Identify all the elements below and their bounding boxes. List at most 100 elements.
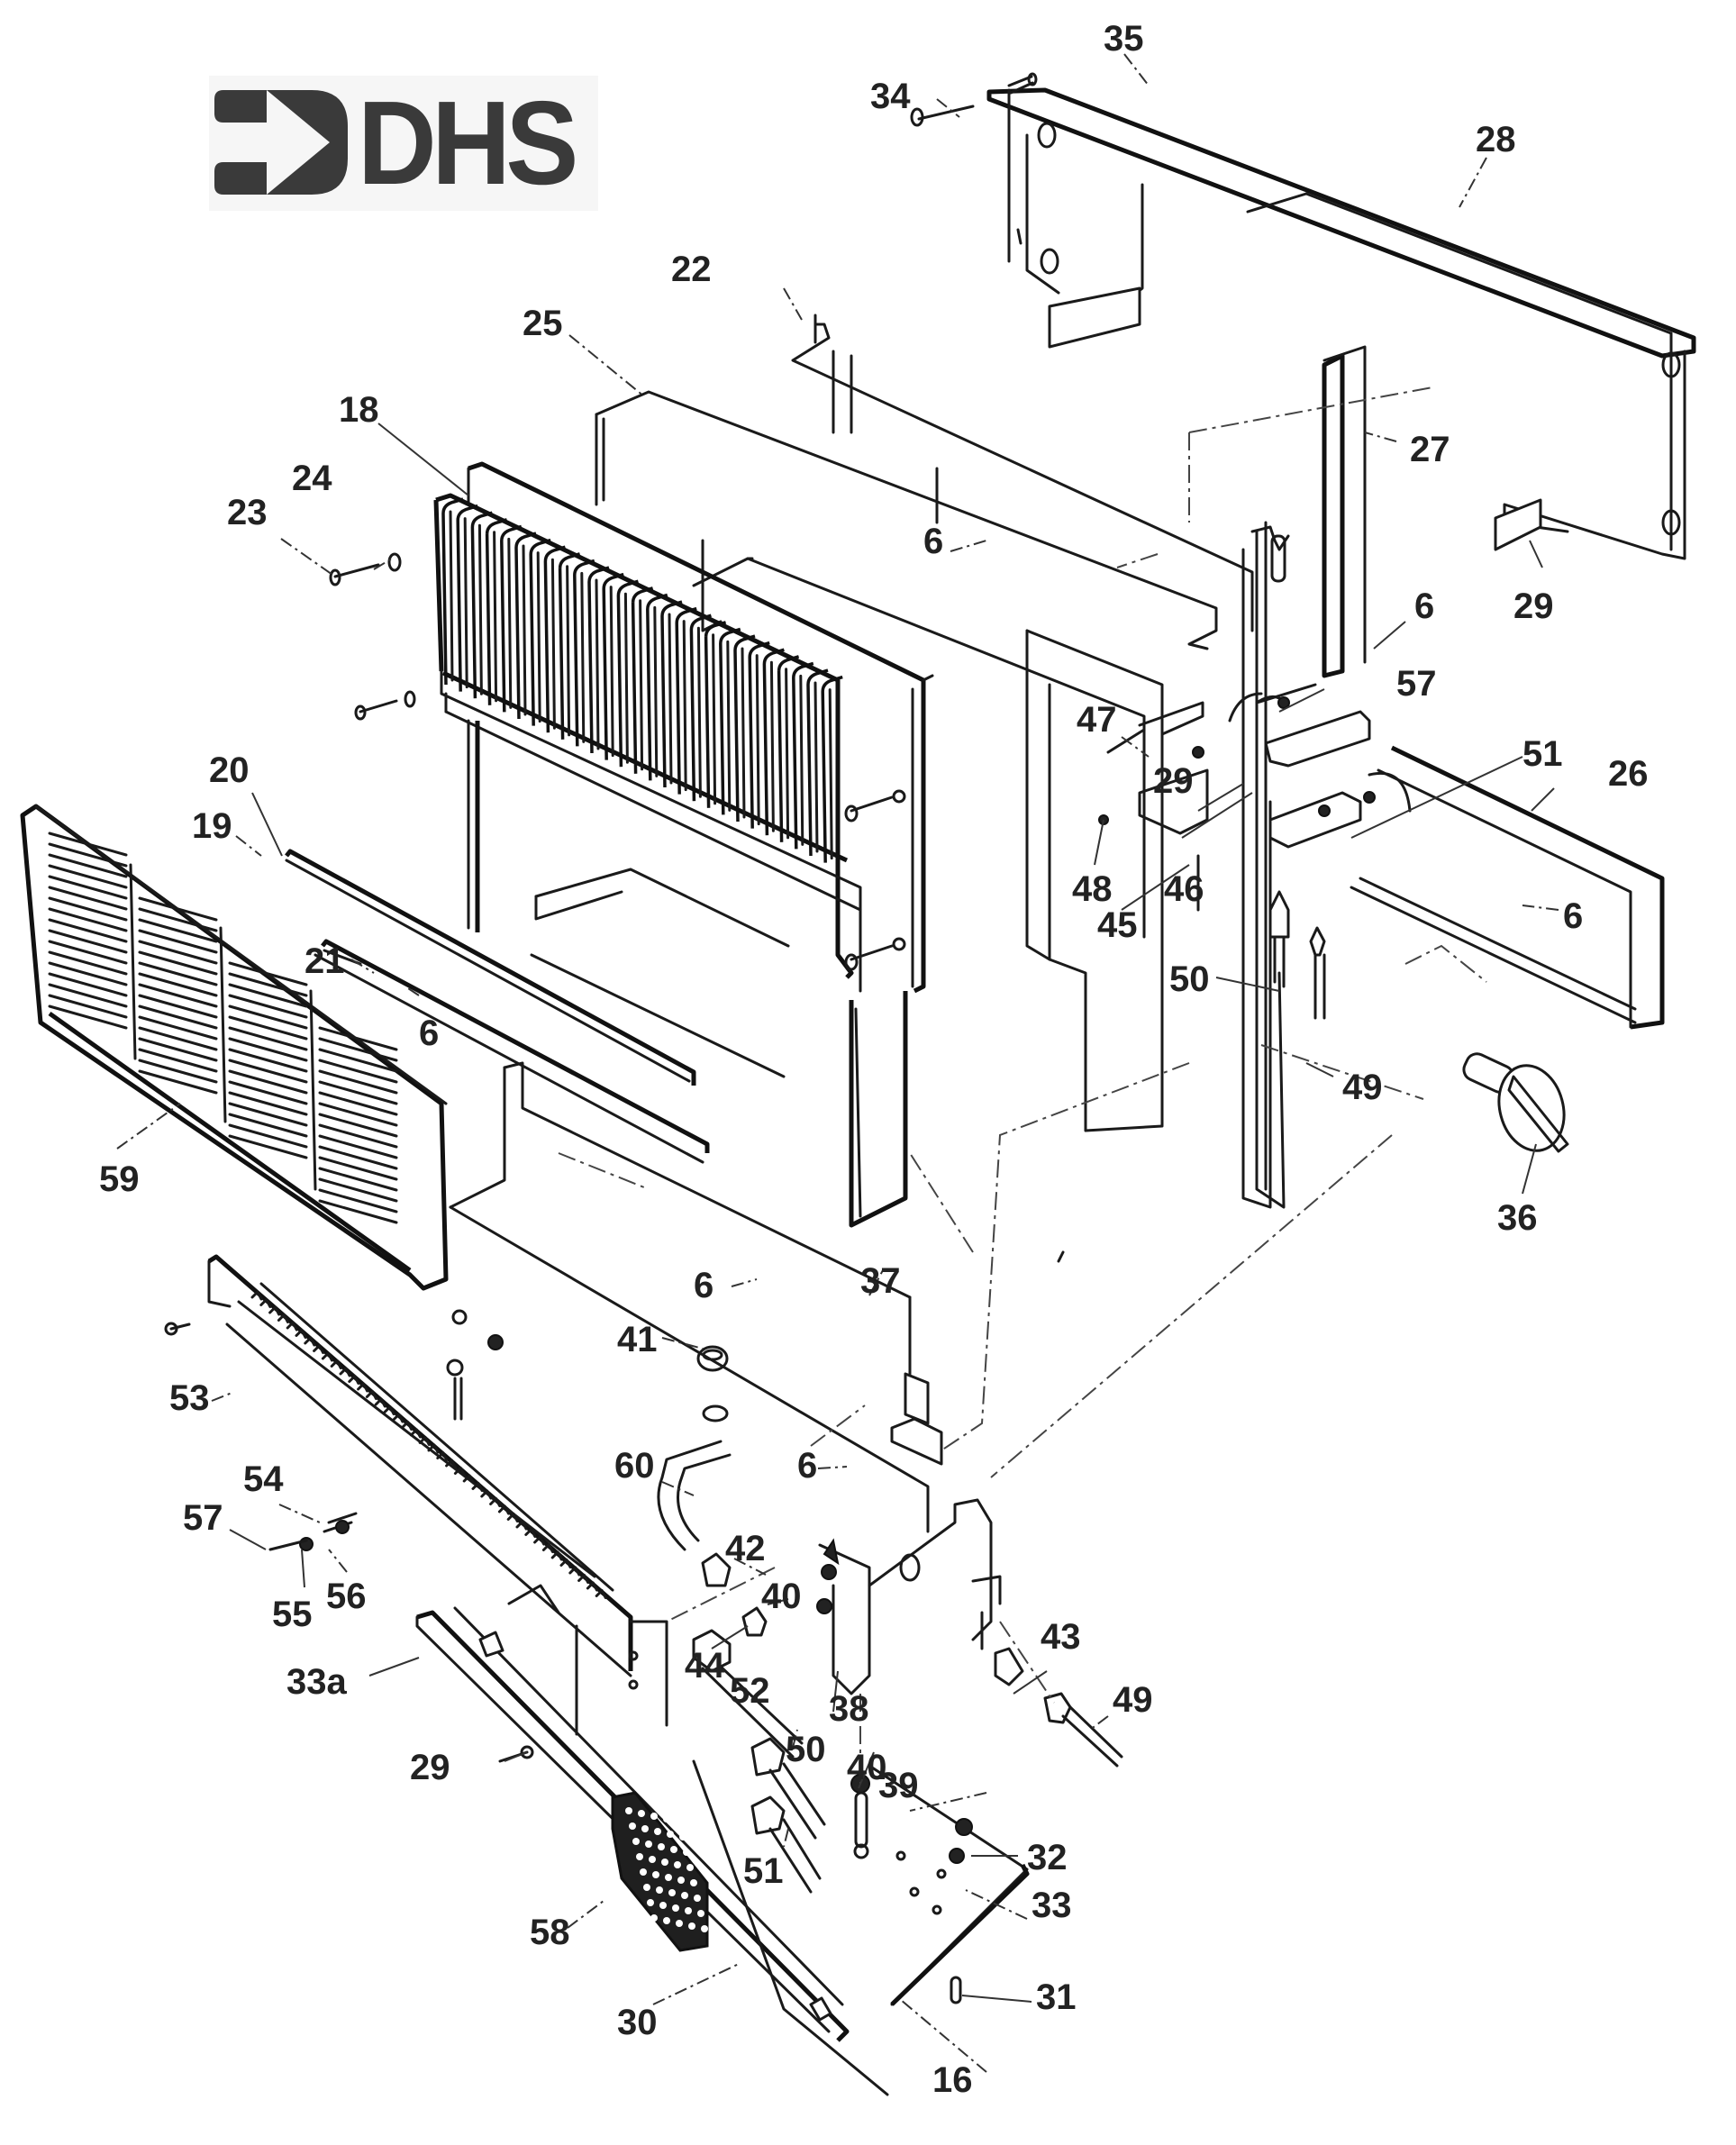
louver bbox=[48, 907, 128, 932]
brand-logo-text: DHS bbox=[358, 77, 578, 209]
fin bbox=[792, 661, 814, 850]
burner-port bbox=[392, 1413, 404, 1423]
callout-57: 57 bbox=[183, 1498, 223, 1538]
part-combustion-chamber bbox=[595, 390, 1218, 939]
louver bbox=[138, 1059, 218, 1084]
mesh-hole bbox=[649, 1856, 656, 1863]
louver bbox=[228, 1091, 308, 1116]
fin bbox=[675, 606, 697, 795]
fin-edge bbox=[712, 633, 717, 805]
callout-47: 47 bbox=[1077, 700, 1117, 740]
callout-54: 54 bbox=[243, 1459, 284, 1499]
burner-port bbox=[330, 1359, 342, 1369]
callout-35: 35 bbox=[1104, 19, 1144, 59]
part-front-grille bbox=[20, 804, 449, 1291]
callout-16: 16 bbox=[932, 2060, 973, 2100]
burner-port bbox=[374, 1397, 386, 1408]
fin bbox=[456, 504, 478, 692]
fin-edge bbox=[785, 668, 790, 840]
fin-edge bbox=[623, 592, 629, 764]
burner-port bbox=[541, 1543, 554, 1553]
louver bbox=[318, 1059, 398, 1084]
callout-29: 29 bbox=[1513, 586, 1554, 626]
burner-port bbox=[550, 1550, 563, 1561]
burner-port bbox=[383, 1405, 395, 1415]
louver bbox=[138, 896, 218, 922]
louver bbox=[138, 1015, 218, 1041]
screw-23b bbox=[354, 690, 416, 721]
mesh-hole bbox=[658, 1843, 665, 1850]
louver bbox=[48, 896, 128, 922]
fin-edge bbox=[507, 537, 513, 709]
mesh-hole bbox=[667, 1831, 674, 1838]
fin-edge bbox=[580, 571, 586, 743]
burner-port bbox=[568, 1566, 581, 1577]
fin-edge bbox=[550, 558, 556, 730]
callout-33a: 33a bbox=[286, 1662, 347, 1702]
part-side-panel bbox=[1025, 629, 1164, 1132]
callout-46: 46 bbox=[1164, 869, 1204, 909]
louver bbox=[318, 1145, 398, 1170]
louver bbox=[318, 1080, 398, 1105]
louver bbox=[48, 940, 128, 965]
mesh-hole bbox=[679, 1833, 686, 1841]
louver bbox=[138, 950, 218, 976]
burner-port bbox=[418, 1436, 431, 1446]
callout-37: 37 bbox=[860, 1261, 901, 1301]
louver bbox=[48, 875, 128, 900]
fin-edge bbox=[595, 578, 600, 750]
burner-port bbox=[286, 1321, 298, 1332]
louver bbox=[318, 1134, 398, 1159]
burner-port bbox=[321, 1351, 333, 1362]
leader-lines bbox=[116, 53, 1559, 2073]
burner-port bbox=[348, 1375, 360, 1385]
louver bbox=[138, 1037, 218, 1062]
burner-port bbox=[453, 1467, 466, 1477]
fin-edge bbox=[449, 510, 454, 682]
louver bbox=[318, 1123, 398, 1149]
mesh-hole bbox=[663, 1917, 670, 1924]
burner-port bbox=[533, 1535, 546, 1546]
burner-port bbox=[427, 1443, 440, 1454]
part-base-tray bbox=[692, 1759, 1030, 2096]
burner-port bbox=[595, 1589, 607, 1599]
burner-port bbox=[250, 1290, 263, 1301]
louver bbox=[48, 842, 128, 868]
fin-edge bbox=[696, 626, 702, 798]
callout-51: 51 bbox=[743, 1851, 784, 1891]
louver bbox=[138, 918, 218, 943]
louver bbox=[138, 1004, 218, 1030]
callout-38: 38 bbox=[829, 1689, 869, 1729]
callout-32: 32 bbox=[1027, 1838, 1068, 1877]
louver bbox=[228, 1123, 308, 1149]
louver bbox=[48, 918, 128, 943]
mesh-hole bbox=[665, 1874, 672, 1881]
heat-exchanger-fins bbox=[441, 497, 843, 863]
mesh-hole bbox=[694, 1895, 701, 1902]
part-control-knob bbox=[1462, 1052, 1569, 1153]
mesh-hole bbox=[670, 1846, 677, 1853]
louver bbox=[48, 1004, 128, 1030]
fin-edge bbox=[755, 654, 760, 826]
fin-edge bbox=[566, 565, 571, 737]
mesh-hole bbox=[629, 1822, 636, 1830]
callout-36: 36 bbox=[1497, 1198, 1538, 1238]
mesh-hole bbox=[672, 1904, 679, 1912]
fin bbox=[660, 600, 683, 788]
fin-edge bbox=[799, 674, 804, 846]
fin-edge bbox=[536, 551, 541, 723]
part-top-bracket bbox=[986, 87, 1696, 560]
fin bbox=[689, 614, 712, 802]
louver bbox=[318, 1102, 398, 1127]
fin-edge bbox=[609, 586, 614, 758]
louver bbox=[138, 907, 218, 932]
part-bottom-tray bbox=[530, 868, 790, 1078]
louver bbox=[48, 961, 128, 986]
burner-port bbox=[357, 1382, 369, 1393]
hardware-fasteners bbox=[164, 1250, 1123, 2004]
louver bbox=[48, 972, 128, 997]
louver bbox=[48, 929, 128, 954]
burner-port bbox=[462, 1474, 475, 1485]
fin-edge bbox=[463, 517, 468, 689]
